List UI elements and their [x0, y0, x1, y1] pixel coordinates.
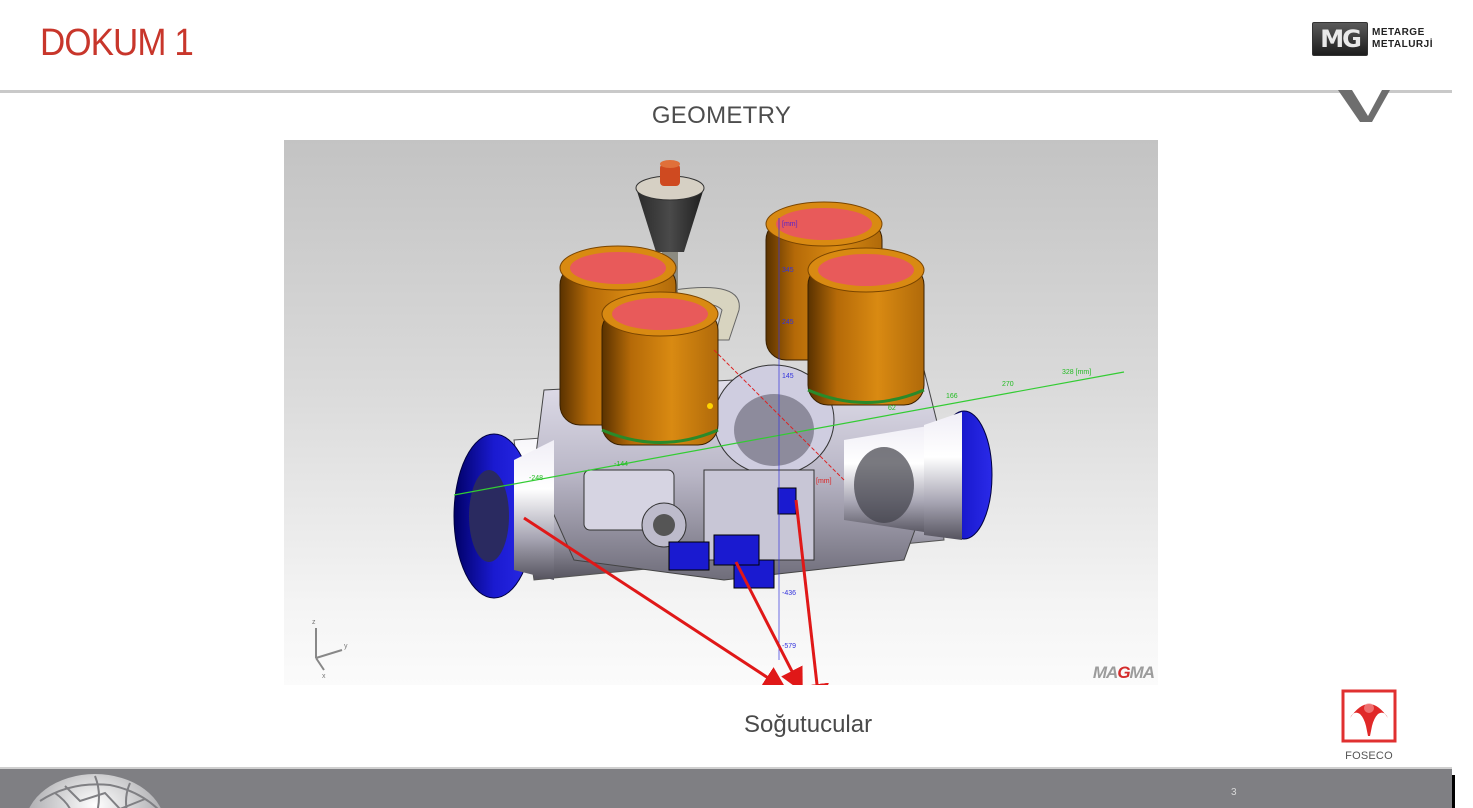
callout-arrow-3 [794, 499, 829, 685]
edge-divider [1452, 775, 1455, 808]
metarge-line-2: METALURJİ [1372, 39, 1433, 50]
dim-label-y: [mm] [816, 478, 832, 485]
axis-label-z: z [312, 619, 316, 626]
dim-label-z-mid2: 245 [782, 319, 794, 326]
globe-wireframe-icon [29, 774, 161, 808]
header-divider-right [1384, 90, 1452, 93]
dim-label-x-mid2: 166 [946, 393, 958, 400]
dim-label-z-top: [mm] [782, 221, 798, 228]
slide-title: DOKUM 1 [40, 22, 194, 64]
foseco-logo: FOSECO [1340, 688, 1398, 762]
magma-logo-suffix: MA [1129, 663, 1155, 682]
metarge-logo-mark: MG [1312, 22, 1368, 56]
foseco-logo-text: FOSECO [1345, 750, 1393, 762]
metarge-line-1: METARGE [1372, 27, 1425, 38]
section-heading: GEOMETRY [651, 102, 792, 129]
header-divider [0, 90, 1340, 93]
dim-label-x-neg1: -144 [614, 461, 628, 468]
metarge-logo-text: METARGE METALURJİ [1372, 27, 1433, 51]
axis-triad-icon [315, 628, 343, 671]
magma-logo: MAGMA [1092, 663, 1155, 683]
callout-arrow-1 [523, 516, 788, 685]
dim-label-z-mid3: 145 [782, 373, 794, 380]
foseco-emblem-icon [1341, 689, 1397, 743]
chevron-decoration-icon [1338, 90, 1390, 122]
dim-label-z-low2: -579 [782, 643, 796, 650]
page-number: 3 [1231, 787, 1237, 798]
figure-caption: Soğutucular [744, 711, 873, 738]
x-dimension-axis [453, 371, 1125, 496]
dim-label-x-mid3: 62 [888, 405, 896, 412]
dim-label-x-end: 328 [mm] [1062, 369, 1091, 376]
magma-logo-prefix: MA [1092, 663, 1118, 682]
y-dimension-axis [713, 349, 845, 481]
dim-label-z-low1: -436 [782, 590, 796, 597]
axis-label-x: x [322, 673, 326, 680]
footer-bar: 3 [0, 767, 1452, 808]
axis-label-y: y [344, 643, 348, 650]
casting-model-illustration: [mm] 345 245 145 -436 -579 328 [mm] 270 … [312, 160, 1125, 685]
dim-label-x-neg2: -248 [529, 475, 543, 482]
metarge-logo: MG METARGE METALURJİ [1312, 22, 1433, 56]
callout-arrow-2 [734, 561, 803, 685]
dim-label-x-mid1: 270 [1002, 381, 1014, 388]
magma-logo-accent: G [1117, 663, 1130, 682]
dim-label-z-mid1: 345 [782, 267, 794, 274]
geometry-figure: [mm] 345 245 145 -436 -579 328 [mm] 270 … [284, 140, 1158, 685]
